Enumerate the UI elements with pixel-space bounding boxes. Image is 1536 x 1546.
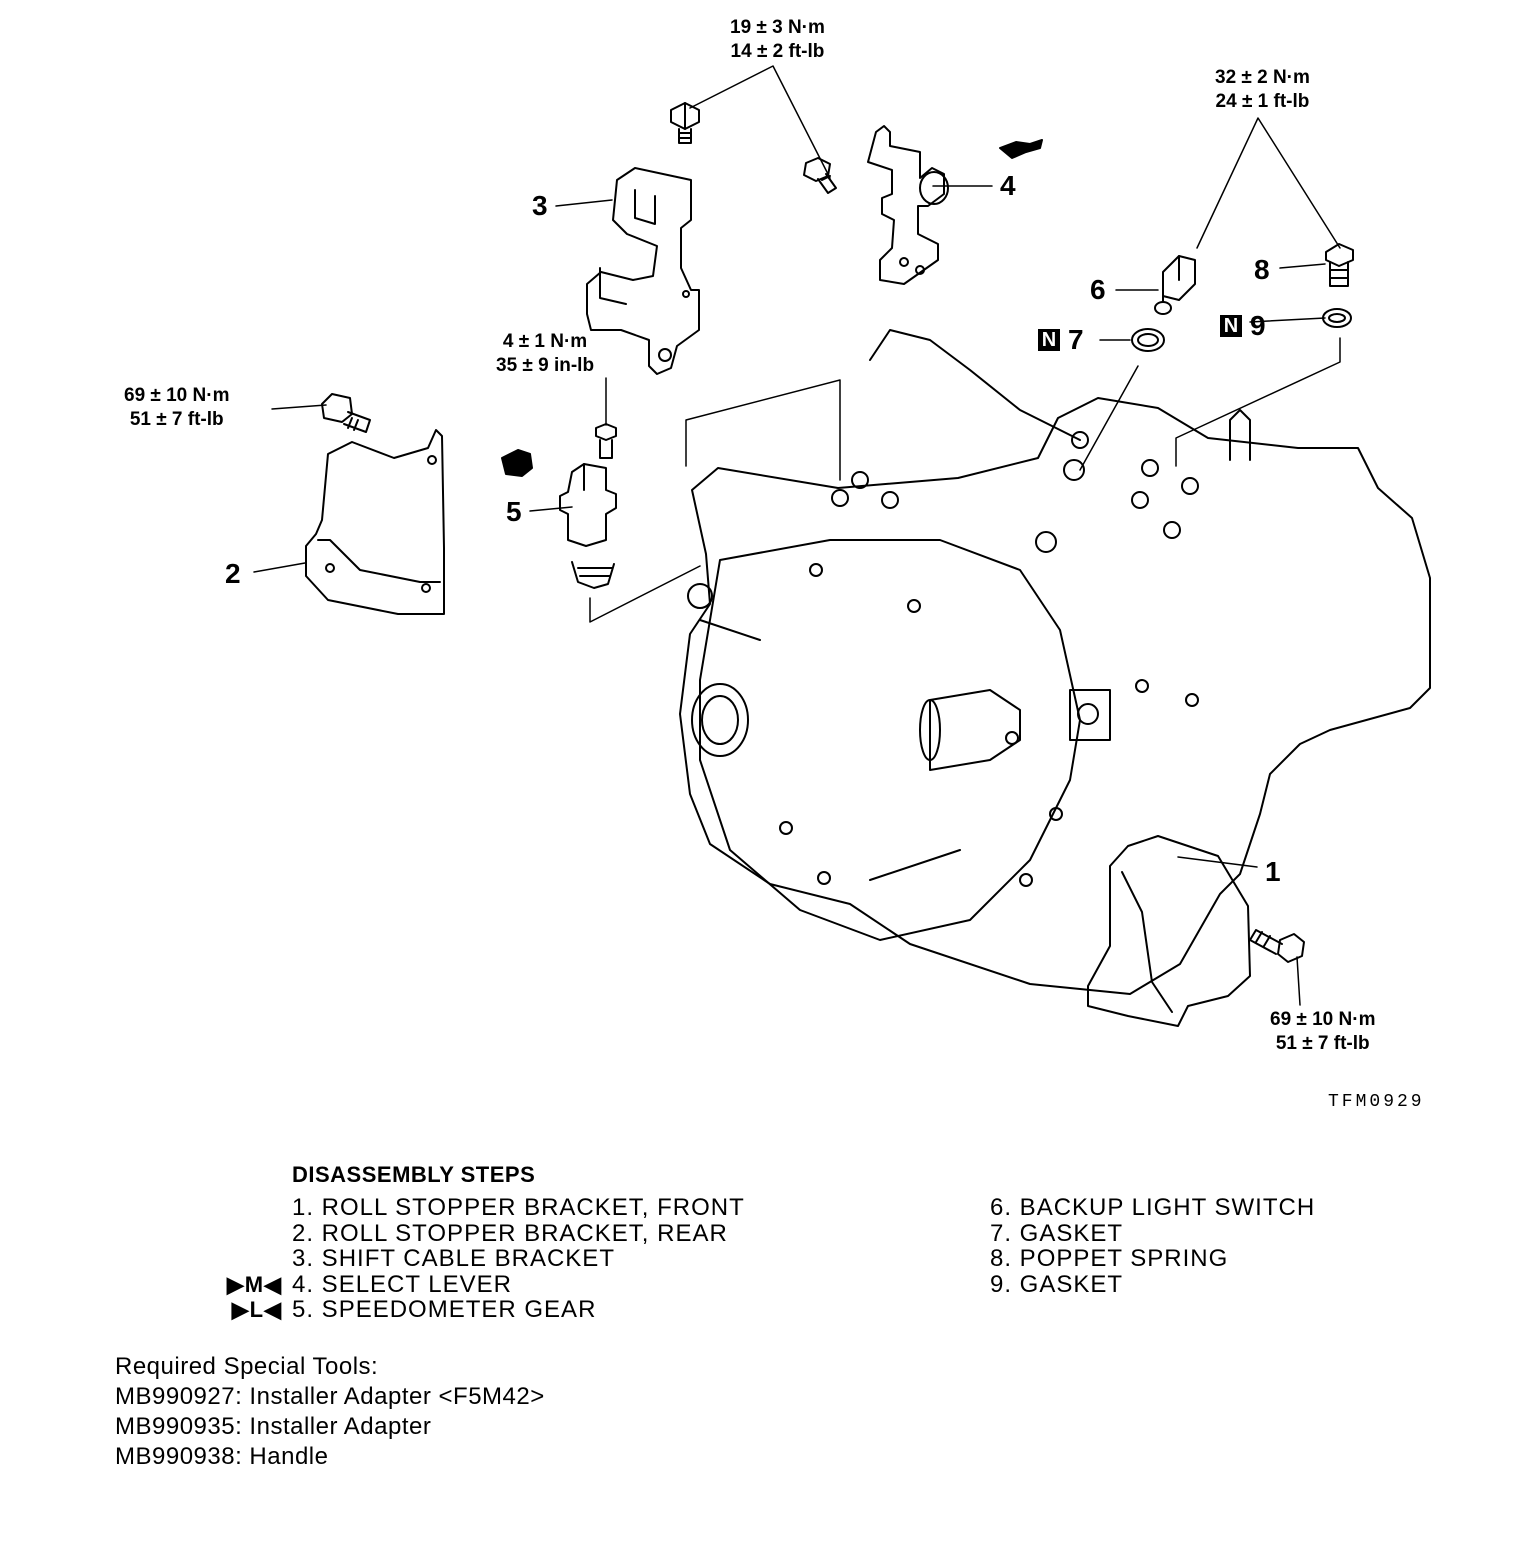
step-marker: ▶M◀ — [226, 1271, 282, 1297]
torque-imperial: 51 ± 7 ft-lb — [1275, 1033, 1370, 1054]
backup-light-switch-icon — [1154, 255, 1196, 315]
steps-heading: DISASSEMBLY STEPS — [292, 1162, 536, 1187]
callout-1: 1 — [1265, 856, 1281, 887]
n-nonreusable-badge: N — [1220, 315, 1242, 337]
step-item: 6. BACKUP LIGHT SWITCH — [990, 1195, 1315, 1221]
torque-leader-lines — [271, 65, 1341, 1006]
bracket-icon — [305, 429, 445, 615]
step-text: 3. SHIFT CABLE BRACKET — [292, 1245, 615, 1272]
select-lever-icon — [867, 125, 949, 285]
special-tools: Required Special Tools: MB990927: Instal… — [115, 1352, 545, 1472]
callout-9-number: 9 — [1250, 310, 1266, 341]
step-text: 9. GASKET — [990, 1270, 1124, 1298]
step-item: 8. POPPET SPRING — [990, 1246, 1315, 1272]
bolt-icon — [1249, 929, 1305, 963]
torque-spec-select-lever-bolt: 19 ± 3 N·m 14 ± 2 ft-lb — [730, 16, 825, 64]
steps-list-left: 1. ROLL STOPPER BRACKET, FRONT 2. ROLL S… — [227, 1195, 745, 1323]
step-marker: ▶L◀ — [231, 1297, 282, 1322]
n-nonreusable-badge: N — [1038, 329, 1060, 351]
step-item: 3. SHIFT CABLE BRACKET — [292, 1246, 745, 1272]
callout-2: 2 — [225, 558, 241, 589]
bracket-icon — [586, 167, 700, 375]
step-item: 1. ROLL STOPPER BRACKET, FRONT — [292, 1195, 745, 1221]
torque-metric: 19 ± 3 N·m — [730, 17, 825, 38]
step-item: 7. GASKET — [990, 1219, 1315, 1247]
callout-4: 4 — [1000, 170, 1016, 201]
step-text: 1. ROLL STOPPER BRACKET, FRONT — [292, 1194, 745, 1221]
transaxle-case-icon — [679, 329, 1431, 995]
tool-item: MB990927: Installer Adapter <F5M42> — [115, 1383, 545, 1410]
step-item: 2. ROLL STOPPER BRACKET, REAR — [292, 1219, 745, 1247]
speedometer-gear-icon — [559, 463, 617, 589]
exploded-view-drawing — [253, 65, 1431, 1027]
callout-3: 3 — [532, 190, 548, 221]
torque-imperial: 35 ± 9 in-lb — [496, 355, 595, 376]
tools-heading: Required Special Tools: — [115, 1353, 379, 1380]
step-item: 9. GASKET — [990, 1270, 1315, 1298]
figure-code: TFM0929 — [1328, 1092, 1425, 1112]
gasket-ring-icon — [1131, 328, 1165, 352]
assembly-guide-lines — [589, 337, 1341, 623]
gasket-ring-icon — [1322, 308, 1352, 328]
torque-metric: 69 ± 10 N·m — [1270, 1009, 1376, 1030]
callout-7-number: 7 — [1068, 324, 1084, 355]
callout-5: 5 — [506, 496, 522, 527]
step-text: 6. BACKUP LIGHT SWITCH — [990, 1194, 1316, 1221]
tool-item: MB990935: Installer Adapter — [115, 1413, 432, 1440]
steps-list-right: 6. BACKUP LIGHT SWITCH 7. GASKET 8. POPP… — [990, 1195, 1315, 1297]
torque-spec-rear-bracket-bolt: 69 ± 10 N·m 51 ± 7 ft-lb — [124, 384, 229, 432]
callout-6: 6 — [1090, 274, 1106, 305]
bolt-icon — [670, 102, 700, 144]
step-text: 5. SPEEDOMETER GEAR — [292, 1296, 597, 1323]
torque-spec-speedometer-bolt: 4 ± 1 N·m 35 ± 9 in-lb — [496, 330, 594, 378]
bolt-icon — [803, 157, 837, 194]
torque-metric: 69 ± 10 N·m — [124, 385, 230, 406]
poppet-plug-icon — [1325, 243, 1354, 287]
bolt-icon — [321, 393, 371, 433]
step-text: 4. SELECT LEVER — [292, 1270, 512, 1298]
tool-item: MB990938: Handle — [115, 1443, 329, 1470]
bolt-icon — [595, 423, 617, 459]
step-item: ▶M◀ 4. SELECT LEVER — [227, 1270, 745, 1298]
torque-metric: 32 ± 2 N·m — [1215, 67, 1310, 88]
step-text: 8. POPPET SPRING — [990, 1245, 1229, 1272]
torque-imperial: 14 ± 2 ft-lb — [730, 41, 825, 62]
grease-point-icon — [999, 139, 1043, 159]
bracket-icon — [1087, 835, 1251, 1027]
grease-point-icon — [501, 449, 533, 477]
step-text: 7. GASKET — [990, 1219, 1124, 1247]
torque-metric: 4 ± 1 N·m — [502, 331, 588, 352]
torque-imperial: 51 ± 7 ft-lb — [129, 409, 224, 430]
callout-8: 8 — [1254, 254, 1270, 285]
torque-spec-front-bracket-bolt: 69 ± 10 N·m 51 ± 7 ft-lb — [1270, 1008, 1375, 1056]
torque-imperial: 24 ± 1 ft-lb — [1215, 91, 1310, 112]
torque-spec-backup-switch: 32 ± 2 N·m 24 ± 1 ft-lb — [1215, 66, 1310, 114]
step-item: ▶L◀ 5. SPEEDOMETER GEAR — [232, 1296, 745, 1323]
step-text: 2. ROLL STOPPER BRACKET, REAR — [292, 1219, 728, 1247]
